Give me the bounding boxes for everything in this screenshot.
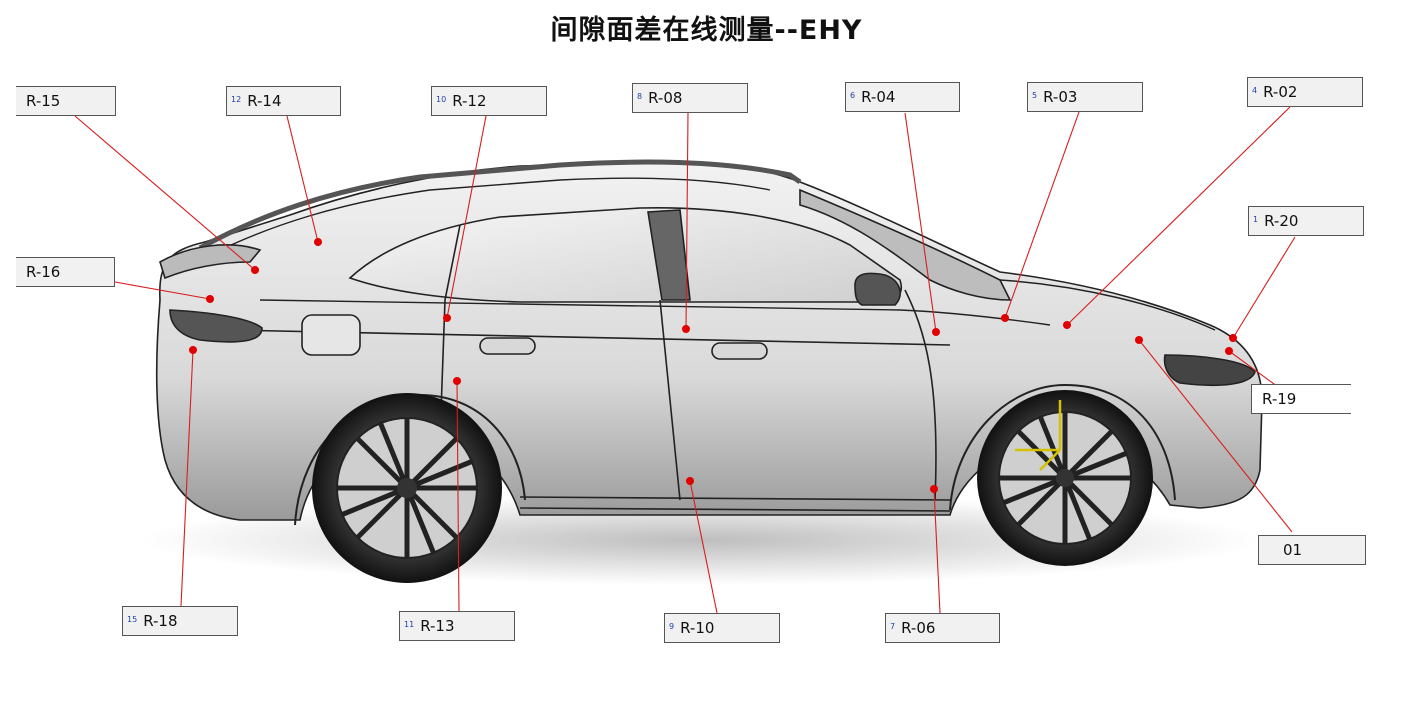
leader-line-r01 xyxy=(1138,339,1293,533)
leader-line-r12 xyxy=(446,115,487,319)
point-r10 xyxy=(686,477,694,485)
leader-line-r20 xyxy=(1232,236,1296,339)
label-text: R-08 xyxy=(648,89,683,107)
leader-line-r15 xyxy=(74,115,256,271)
point-r08 xyxy=(682,325,690,333)
measurement-points xyxy=(189,238,1237,493)
point-r18 xyxy=(189,346,197,354)
leader-line-r03 xyxy=(1004,111,1080,319)
label-text: 01 xyxy=(1283,541,1303,559)
label-text: R-15 xyxy=(26,92,61,110)
label-text: R-16 xyxy=(26,263,61,281)
point-r20 xyxy=(1229,334,1237,342)
label-text: R-20 xyxy=(1264,212,1299,230)
label-text: R-03 xyxy=(1043,88,1078,106)
label-text: R-13 xyxy=(420,617,455,635)
label-r19: R-19 xyxy=(1251,384,1351,414)
point-r16 xyxy=(206,295,214,303)
leader-lines xyxy=(74,106,1296,614)
point-r06 xyxy=(930,485,938,493)
leader-line-r13 xyxy=(456,380,460,613)
label-text: R-14 xyxy=(247,92,282,110)
label-r15: R-15 xyxy=(16,86,116,116)
label-text: R-12 xyxy=(452,92,487,110)
point-r15 xyxy=(251,266,259,274)
leader-line-r04 xyxy=(904,112,937,333)
point-r19 xyxy=(1225,347,1233,355)
label-r16: R-16 xyxy=(16,257,115,287)
page-title: 间隙面差在线测量--EHY xyxy=(550,15,863,46)
leader-line-r14 xyxy=(286,115,319,243)
label-text: R-02 xyxy=(1263,83,1298,101)
label-r01: 01 xyxy=(1258,535,1366,565)
point-r04 xyxy=(932,328,940,336)
point-r01 xyxy=(1135,336,1143,344)
leader-line-r02 xyxy=(1066,106,1291,326)
label-text: R-18 xyxy=(143,612,178,630)
front-wheel xyxy=(977,390,1153,566)
point-r03 xyxy=(1001,314,1009,322)
label-text: R-06 xyxy=(901,619,936,637)
label-text: R-19 xyxy=(1262,390,1297,408)
point-r02 xyxy=(1063,321,1071,329)
point-r12 xyxy=(443,314,451,322)
label-text: R-04 xyxy=(861,88,896,106)
leader-line-r18 xyxy=(180,349,194,607)
leader-line-r06 xyxy=(933,488,941,614)
point-r14 xyxy=(314,238,322,246)
label-text: R-10 xyxy=(680,619,715,637)
point-r13 xyxy=(453,377,461,385)
rear-wheel xyxy=(312,393,502,583)
leader-line-r16 xyxy=(114,281,211,300)
leader-line-r10 xyxy=(689,480,718,614)
leader-line-r08 xyxy=(685,112,689,330)
